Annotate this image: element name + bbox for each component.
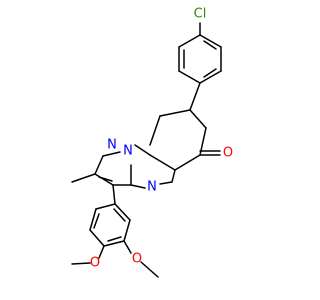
bond [203,40,217,50]
pyrazole-ring [94,151,132,186]
bond-methoxy [140,261,159,278]
bond [189,109,207,129]
bond [171,169,176,183]
bond [130,184,146,189]
molecule-diagram: Cl O N N N O O [71,7,233,278]
bond [149,154,176,171]
bond [203,68,217,78]
chlorine-atom: Cl [194,7,207,22]
methoxy-oxygen-atom: O [90,256,100,271]
bond [95,203,116,210]
bond [199,34,222,48]
pyrimidine-ring [130,144,176,189]
bond [112,184,116,205]
pyrazole-nitrogen-atom: N [123,144,133,159]
bond [159,181,173,185]
bond [174,154,201,171]
bond-methoxy [123,240,132,254]
bond-methyl [71,173,96,183]
bond [189,82,201,111]
bond [94,155,104,175]
bond [114,203,131,221]
bond [103,240,125,247]
bond-methoxy [71,262,91,265]
bond [134,144,151,156]
bond [123,219,131,242]
bond [178,34,201,48]
bond [89,229,105,247]
molecule-structure: Cl O N N N O O [71,7,233,278]
bond [98,176,113,182]
bond [107,236,122,242]
bond [89,208,97,231]
cyclohexanone-ring [149,109,207,171]
bond [94,173,114,186]
pyrimidine-nitrogen-atom: N [147,180,157,195]
pyrazole-nitrogen-atom: N [107,138,117,153]
bond [159,109,191,117]
bond [93,213,100,229]
bond [178,70,201,84]
bond [113,208,126,222]
methoxy-oxygen-atom: O [132,252,142,267]
chlorophenyl-ring [178,34,222,84]
dimethoxyphenyl-ring [89,203,131,247]
bond [149,115,161,146]
bond-methoxy [98,245,105,259]
ketone-oxygen-atom: O [223,146,233,161]
bond [102,151,121,157]
bond [199,70,222,84]
